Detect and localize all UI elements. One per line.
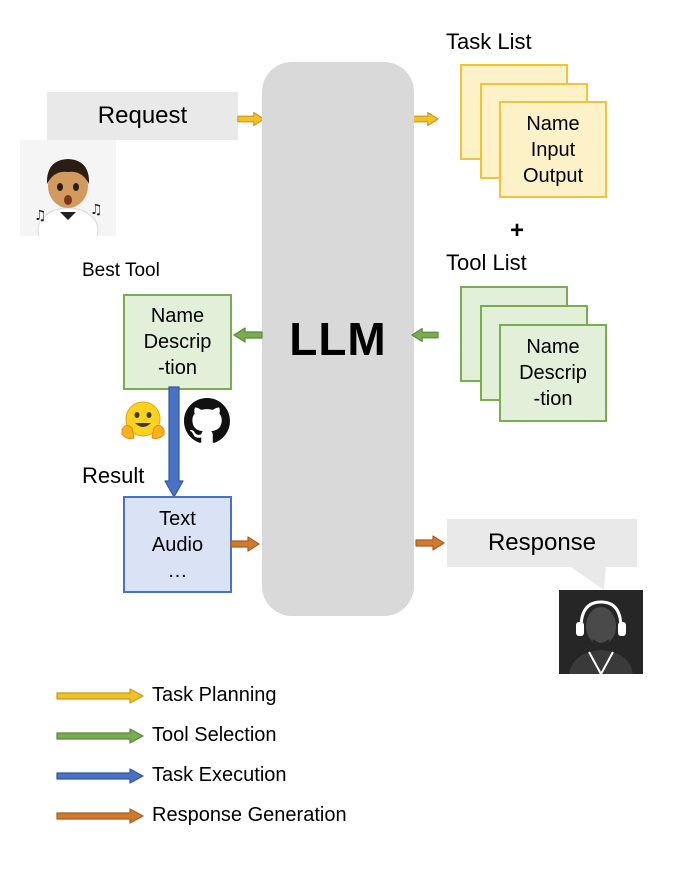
legend-response-generation-label: Response Generation: [152, 804, 347, 826]
svg-text:♫: ♫: [90, 202, 103, 218]
legend-task-planning: Task Planning: [56, 684, 277, 707]
tool-selection-arrow-in: [411, 327, 439, 343]
user-avatar-icon: ♫ ♫: [20, 140, 116, 236]
response-bubble-tail: [568, 565, 606, 590]
request-bubble: Request: [47, 92, 238, 140]
plus-sign: +: [510, 217, 525, 244]
response-arrow-out: [413, 535, 447, 551]
result-title: Result: [82, 463, 145, 488]
legend-task-planning-swatch: [56, 687, 144, 704]
task-planning-arrow-out: [411, 111, 439, 127]
legend-response-generation: Response Generation: [56, 804, 347, 827]
svg-text:♫: ♫: [34, 208, 47, 224]
hugging-face-icon: [121, 401, 165, 439]
task-execution-arrow: [164, 386, 184, 498]
response-label: Response: [487, 529, 597, 556]
legend-task-planning-label: Task Planning: [152, 684, 277, 706]
tool-card-fields: Name Descrip -tion: [501, 326, 605, 420]
llm-label: LLM: [289, 313, 387, 365]
legend-response-generation-swatch: [56, 807, 144, 824]
legend-task-execution-swatch: [56, 767, 144, 784]
best-tool-field-description: Descrip: [143, 331, 212, 353]
tool-field-description: Descrip: [519, 362, 587, 384]
best-tool-field-description-cont: -tion: [158, 357, 197, 379]
task-planning-arrow-in: [237, 111, 265, 127]
best-tool-title: Best Tool: [82, 260, 160, 281]
task-field-name: Name: [526, 112, 580, 135]
github-icon: [184, 398, 230, 443]
tool-field-description-cont: -tion: [533, 388, 573, 410]
tool-selection-arrow-out: [233, 327, 263, 343]
result-field-more: …: [167, 559, 188, 582]
tool-list-title: Tool List: [446, 250, 527, 275]
tool-field-name: Name: [526, 336, 580, 358]
legend-task-execution: Task Execution: [56, 764, 287, 787]
request-label: Request: [97, 102, 188, 129]
assistant-avatar-icon: [559, 590, 643, 674]
task-list-title: Task List: [446, 29, 532, 54]
legend-tool-selection-label: Tool Selection: [152, 724, 277, 746]
tool-card-front: [499, 324, 607, 422]
result-fields: Text Audio …: [125, 498, 230, 591]
legend-tool-selection: Tool Selection: [56, 724, 277, 747]
response-bubble: Response: [447, 519, 637, 567]
best-tool-fields: Name Descrip -tion: [125, 296, 230, 388]
best-tool-card: [123, 294, 232, 390]
result-field-audio: Audio: [151, 533, 204, 556]
result-field-text: Text: [159, 507, 196, 530]
legend-tool-selection-swatch: [56, 727, 144, 744]
task-field-output: Output: [522, 164, 584, 187]
task-card-fields: Name Input Output: [501, 103, 605, 196]
best-tool-field-name: Name: [150, 305, 205, 327]
task-card-front: [499, 101, 607, 198]
response-arrow-in: [228, 536, 262, 552]
task-field-input: Input: [530, 138, 576, 161]
llm-block: LLM: [262, 62, 414, 616]
legend-task-execution-label: Task Execution: [152, 764, 287, 786]
